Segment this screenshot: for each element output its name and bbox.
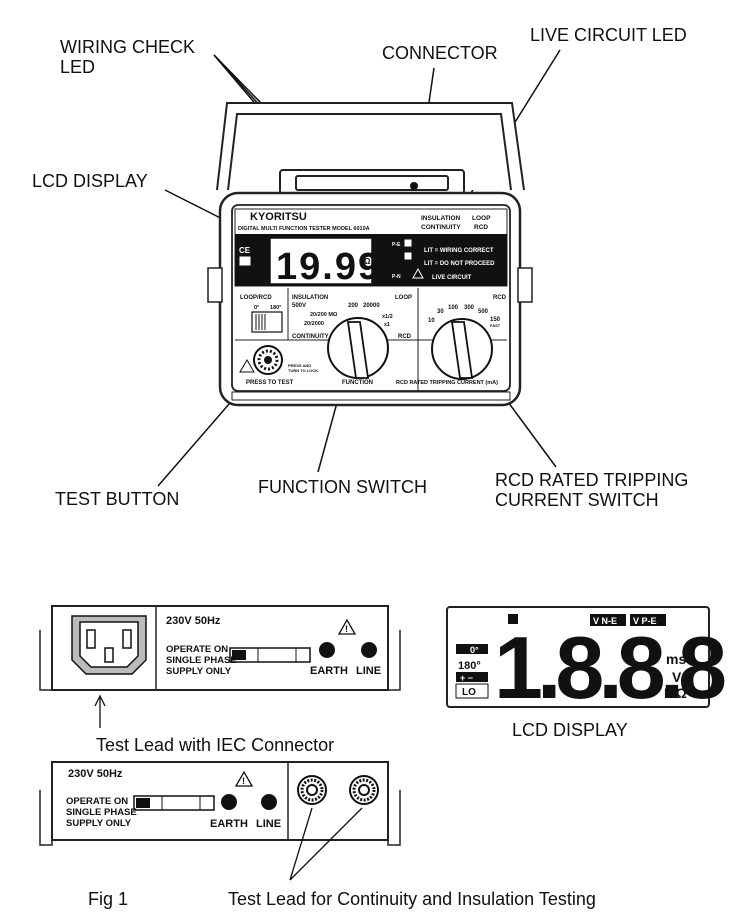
connector-operate-3: SUPPLY ONLY [166, 666, 232, 677]
loop-rcd-left: 0° [254, 305, 259, 311]
terminal-panel: ! 230V 50Hz OPERATE ON SINGLE PHASE SUPP… [39, 761, 401, 881]
rcd-val-30: 30 [437, 309, 444, 315]
led-label-live: LIVE CIRCUIT [432, 275, 472, 281]
led-label-do-not-proceed: LIT = DO NOT PROCEED [424, 261, 495, 267]
fn-loop-label: LOOP [395, 295, 412, 301]
rcd-caption: RCD RATED TRIPPING CURRENT (mA) [396, 380, 498, 386]
connector-operate-2: SINGLE PHASE [166, 655, 237, 666]
terminal-earth: EARTH [210, 818, 248, 830]
mode-loop: LOOP [472, 215, 491, 222]
rcd-val-150: 150 [490, 317, 501, 323]
mode-rcd: RCD [474, 224, 488, 231]
unit-v: V [672, 669, 682, 685]
terminal-operate-2: SINGLE PHASE [66, 807, 137, 818]
unit-mohm: MΩ [664, 685, 687, 701]
mode-insulation: INSULATION [421, 215, 461, 222]
svg-text:!: ! [242, 776, 245, 786]
rcd-val-10: 10 [428, 318, 435, 324]
badge-vpe: V P-E [633, 616, 657, 626]
lcd-detail: V N-E V P-E 0° 180° + − LO 1.8.8.8 ms V … [446, 606, 731, 717]
lcd-detail-caption: LCD DISPLAY [512, 720, 628, 740]
terminal-operate-1: OPERATE ON [66, 796, 128, 807]
fn-loop-20000: 20000 [363, 303, 380, 309]
iec-connector-panel: ! 230V 50Hz OPERATE ON SINGLE PHASE SUPP… [39, 605, 401, 728]
fn-caption: FUNCTION [342, 380, 373, 386]
ind-plus-minus: + − [460, 673, 473, 683]
fn-loop-200: 200 [348, 303, 359, 309]
unit-ms: ms [666, 651, 686, 667]
figure-label: Fig 1 [88, 889, 129, 909]
terminal-rating: 230V 50Hz [68, 768, 123, 780]
test-hint-1: PRESS AND [288, 363, 311, 368]
terminal-operate-3: SUPPLY ONLY [66, 818, 132, 829]
rcd-val-100: 100 [448, 305, 459, 311]
fn-mult-one: x1 [384, 322, 390, 328]
led-marker-pe: P-E [392, 242, 401, 248]
lcd-unit: Ω [364, 257, 371, 266]
brand-name: KYORITSU [250, 211, 307, 223]
wiring-check-led-label: WIRING CHECK LED [60, 37, 195, 77]
connector-rating: 230V 50Hz [166, 615, 221, 627]
test-caption: PRESS TO TEST [246, 380, 294, 386]
rcd-fast: FAST [490, 323, 501, 328]
loop-rcd-title: LOOP/RCD [240, 295, 272, 301]
ind-lo: LO [462, 687, 476, 698]
svg-text:!: ! [345, 624, 348, 634]
ind-0deg: 0° [470, 645, 479, 655]
ind-180deg: 180° [458, 660, 481, 672]
connector-operate-1: OPERATE ON [166, 644, 228, 655]
test-hint-2: TURN TO LOCK [288, 368, 318, 373]
lcd-digits: 1.8.8.8 [494, 618, 725, 717]
connector-label: CONNECTOR [382, 43, 498, 63]
led-label-wiring: LIT = WIRING CORRECT [424, 248, 494, 254]
lcd-reading: 19.99 [276, 246, 381, 288]
terminal-caption: Test Lead for Continuity and Insulation … [228, 889, 596, 909]
fn-rcd-label: RCD [398, 334, 412, 340]
rcd-switch-label: RCD RATED TRIPPING CURRENT SWITCH [495, 470, 689, 510]
iec-connector-caption: Test Lead with IEC Connector [96, 735, 335, 755]
fn-range1: 20/200 MΩ [310, 312, 338, 318]
led-marker-pn: P-N [392, 274, 401, 280]
loop-rcd-right: 180° [270, 305, 281, 311]
test-button-label: TEST BUTTON [55, 489, 180, 509]
fn-range2: 20/2000 [304, 321, 324, 327]
live-circuit-led-label: LIVE CIRCUIT LED [530, 25, 687, 45]
function-switch-label: FUNCTION SWITCH [258, 477, 427, 497]
rcd-val-300: 300 [464, 305, 475, 311]
fn-mult-half: x1/2 [382, 314, 393, 320]
fn-insulation: INSULATION [292, 295, 328, 301]
fn-voltage: 500V [292, 303, 306, 309]
terminal-line: LINE [256, 818, 281, 830]
mode-continuity: CONTINUITY [421, 224, 461, 231]
lcd-display-label: LCD DISPLAY [32, 171, 148, 191]
badge-vne: V N-E [593, 616, 617, 626]
rcd-label: RCD [493, 295, 507, 301]
connector-earth: EARTH [310, 665, 348, 677]
connector-line: LINE [356, 665, 381, 677]
fn-continuity: CONTINUITY [292, 334, 329, 340]
rcd-val-500: 500 [478, 309, 489, 315]
model-text: DIGITAL MULTI FUNCTION TESTER MODEL 6010… [238, 226, 370, 232]
ce-mark: CE [239, 246, 251, 255]
